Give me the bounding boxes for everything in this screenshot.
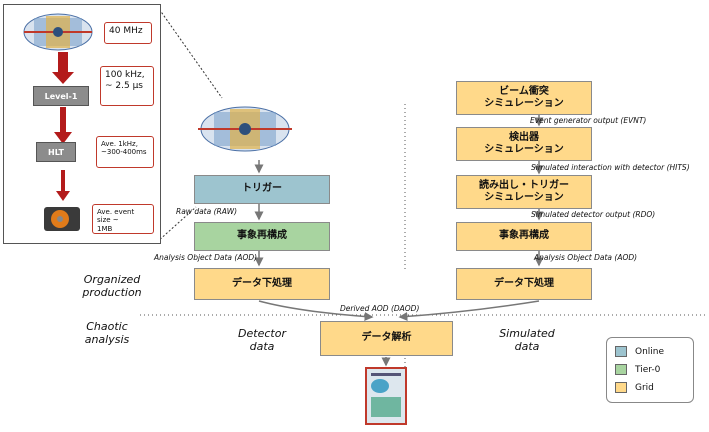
beam-simulation-box: ビーム衝突 シミュレーション: [456, 81, 592, 115]
reconstruction-box-detector: 事象再構成: [194, 222, 330, 251]
legend-tier0: Tier-0: [615, 364, 660, 375]
label-chaotic-analysis: Chaotic analysis: [84, 320, 130, 347]
derivation-box-detector: データ下処理: [194, 268, 330, 300]
label-simulated-data: Simulated data: [499, 327, 555, 354]
detector-simulation-box: 検出器 シミュレーション: [456, 127, 592, 161]
legend-swatch-tier0: [615, 364, 627, 375]
label-rdo: Simulated detector output (RDO): [531, 210, 656, 219]
hard-disk-icon: [44, 207, 80, 231]
paper-thumbnail: [365, 367, 407, 425]
derivation-box-simulation: データ下処理: [456, 268, 592, 300]
callout-level1-rate: 100 kHz, ~ 2.5 µs: [100, 66, 154, 106]
trigger-chain-arrows: [52, 52, 74, 201]
label-raw-data: Raw data (RAW): [176, 207, 238, 216]
label-aod-detector: Analysis Object Data (AOD): [154, 253, 258, 262]
level1-box: Level-1: [33, 86, 89, 106]
legend-label-tier0: Tier-0: [635, 364, 661, 375]
label-daod: Derived AOD (DAOD): [340, 304, 420, 313]
arrow-left-to-analysis: [258, 300, 374, 321]
trigger-box: トリガー: [194, 175, 330, 204]
legend-grid: Grid: [615, 382, 654, 393]
hlt-box: HLT: [36, 142, 76, 162]
paper-title-bar: [371, 373, 401, 376]
paper-plot: [371, 397, 401, 417]
readout-simulation-box: 読み出し・トリガー シミュレーション: [456, 175, 592, 209]
legend-swatch-grid: [615, 382, 627, 393]
detector-image: [198, 106, 292, 152]
legend-label-grid: Grid: [635, 382, 654, 393]
legend-online: Online: [615, 346, 664, 357]
paper-figure: [371, 379, 389, 393]
zoom-line-top: [156, 5, 223, 99]
label-aod-simulation: Analysis Object Data (AOD): [534, 253, 638, 262]
callout-40mhz: 40 MHz: [104, 22, 152, 44]
callout-hlt-rate: Ave. 1kHz, ~300-400ms: [96, 136, 154, 168]
reconstruction-box-simulation: 事象再構成: [456, 222, 592, 251]
callout-event-size: Ave. event size ~ 1MB: [92, 204, 154, 234]
analysis-box: データ解析: [320, 321, 453, 356]
label-detector-data: Detector data: [238, 327, 286, 354]
label-organized-production: Organized production: [82, 273, 142, 300]
legend-swatch-online: [615, 346, 627, 357]
zoom-line-bottom: [156, 206, 197, 243]
arrow-right-to-analysis: [398, 300, 540, 321]
legend-label-online: Online: [635, 346, 665, 357]
detector-image-inset: [23, 13, 93, 51]
legend: Online Tier-0 Grid: [606, 337, 694, 403]
label-hits: Simulated interaction with detector (HIT…: [531, 163, 690, 172]
label-evnt: Event generator output (EVNT): [530, 116, 647, 125]
